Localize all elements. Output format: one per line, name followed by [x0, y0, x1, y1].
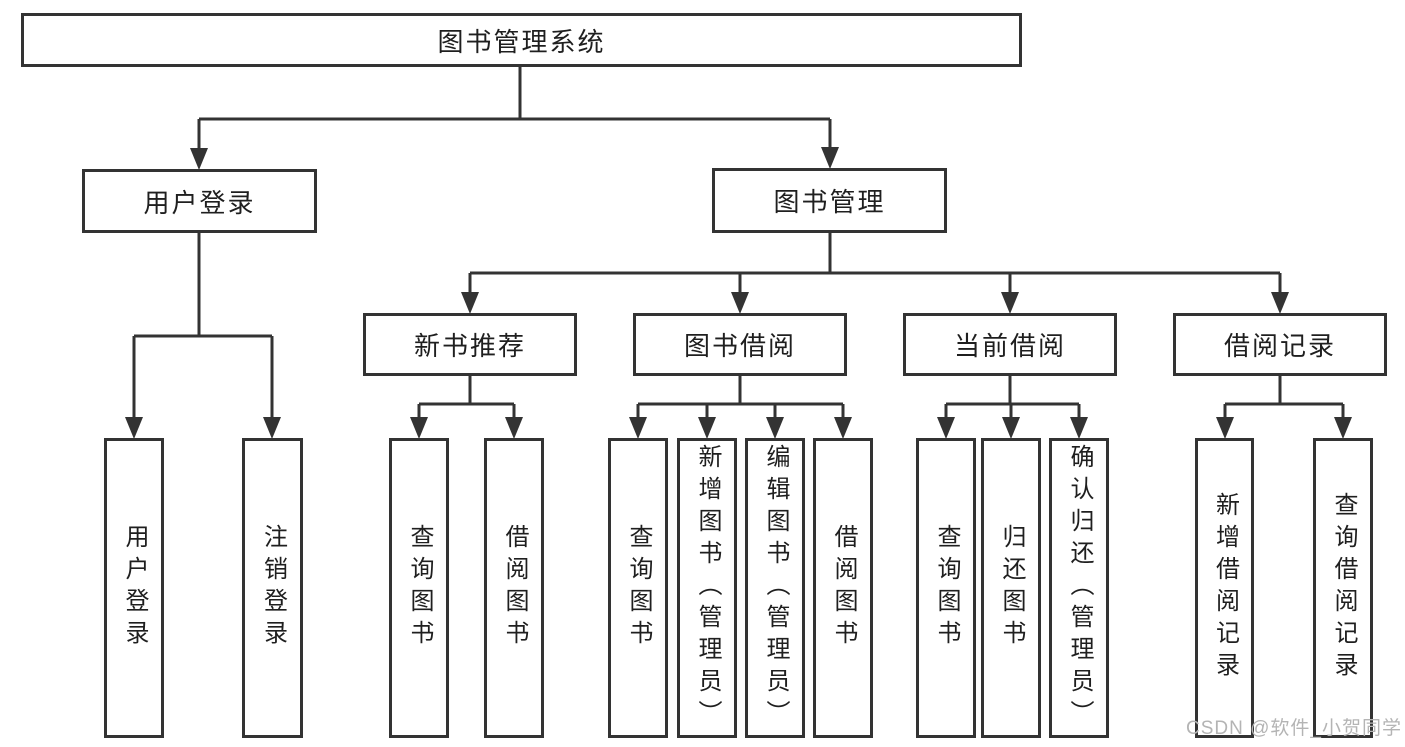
node-book-borrow-label: 图书借阅: [683, 331, 796, 361]
node-leaf-rec-borrow-books: 借阅图书: [484, 438, 544, 738]
node-leaf-bor-edit-books-admin-label: 编辑图书（管理员）: [762, 444, 789, 732]
node-book-borrow: 图书借阅: [633, 313, 847, 376]
node-leaf-rec-query-books-label: 查询图书: [406, 524, 433, 652]
node-book-management-label: 图书管理: [773, 187, 886, 217]
node-user-login: 用户登录: [82, 169, 317, 233]
watermark: CSDN @软件_小贺同学: [1186, 718, 1402, 739]
node-leaf-logout: 注销登录: [242, 438, 303, 738]
node-leaf-bor-add-books-admin: 新增图书（管理员）: [677, 438, 737, 738]
node-leaf-cur-confirm-return-admin: 确认归还（管理员）: [1049, 438, 1109, 738]
node-leaf-bor-borrow-books-label: 借阅图书: [830, 524, 857, 652]
node-new-book-recommend-label: 新书推荐: [413, 331, 526, 361]
node-root-label: 图书管理系统: [437, 26, 606, 57]
node-leaf-cur-confirm-return-admin-label: 确认归还（管理员）: [1066, 444, 1093, 732]
node-current-borrow-label: 当前借阅: [953, 331, 1066, 361]
node-leaf-logout-label: 注销登录: [259, 524, 287, 652]
node-leaf-cur-return-books: 归还图书: [981, 438, 1041, 738]
node-leaf-bor-edit-books-admin: 编辑图书（管理员）: [745, 438, 805, 738]
node-leaf-bor-query-books-label: 查询图书: [625, 524, 652, 652]
node-leaf-bor-borrow-books: 借阅图书: [813, 438, 873, 738]
node-leaf-bor-query-books: 查询图书: [608, 438, 668, 738]
node-leaf-add-borrow-record: 新增借阅记录: [1195, 438, 1254, 738]
node-user-login-label: 用户登录: [143, 187, 256, 218]
node-leaf-bor-add-books-admin-label: 新增图书（管理员）: [694, 444, 721, 732]
node-leaf-query-borrow-record: 查询借阅记录: [1313, 438, 1373, 738]
node-leaf-user-login: 用户登录: [104, 438, 164, 738]
node-leaf-cur-query-books: 查询图书: [916, 438, 976, 738]
node-leaf-user-login-label: 用户登录: [121, 524, 148, 652]
node-root: 图书管理系统: [21, 13, 1022, 67]
node-leaf-rec-query-books: 查询图书: [389, 438, 449, 738]
node-leaf-add-borrow-record-label: 新增借阅记录: [1211, 492, 1239, 684]
node-book-management: 图书管理: [712, 168, 947, 233]
node-leaf-cur-query-books-label: 查询图书: [933, 524, 960, 652]
node-leaf-rec-borrow-books-label: 借阅图书: [501, 524, 528, 652]
node-borrow-records-label: 借阅记录: [1223, 331, 1336, 361]
node-leaf-query-borrow-record-label: 查询借阅记录: [1330, 492, 1357, 684]
node-new-book-recommend: 新书推荐: [363, 313, 577, 376]
node-borrow-records: 借阅记录: [1173, 313, 1387, 376]
node-leaf-cur-return-books-label: 归还图书: [998, 524, 1025, 652]
node-current-borrow: 当前借阅: [903, 313, 1117, 376]
